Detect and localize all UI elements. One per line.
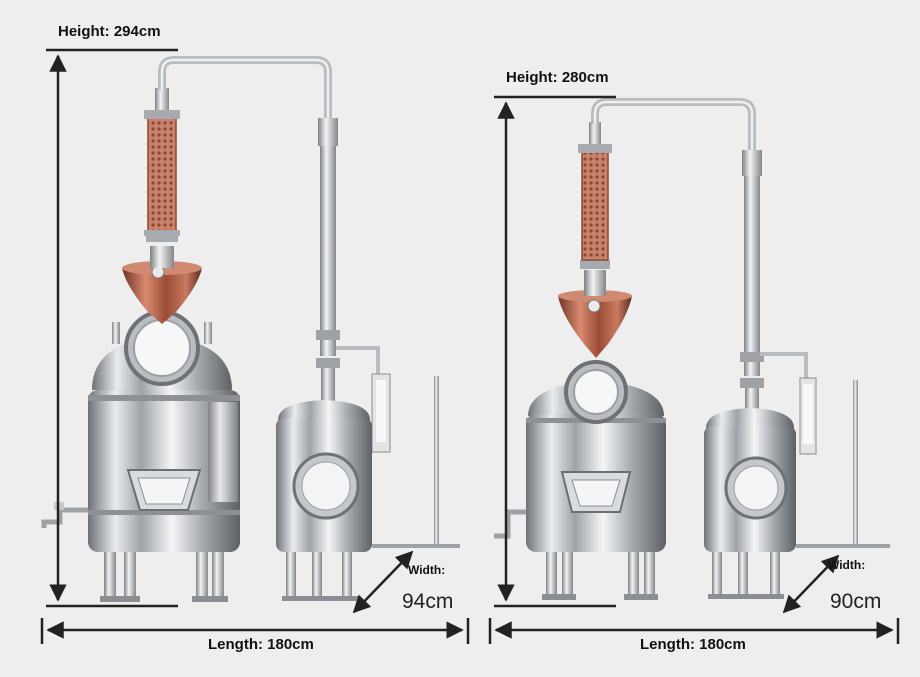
pot-legs (542, 548, 658, 600)
condenser-tube (740, 150, 764, 420)
condenser-tube (316, 118, 340, 408)
pot-legs (100, 548, 228, 602)
support-rod (796, 380, 890, 548)
length-label-small: Length: 180cm (640, 636, 746, 653)
dimension-lines (40, 48, 900, 644)
receiving-tank (276, 400, 372, 601)
packed-column (578, 122, 612, 296)
still-small (494, 98, 890, 600)
vapor-pipe (158, 56, 332, 118)
packed-column (144, 88, 180, 268)
width-caption-large: Width: (408, 563, 446, 577)
parrot-assembly (336, 346, 391, 453)
boiler-pot (494, 360, 666, 552)
support-rod (372, 376, 460, 548)
width-caption-small: Width: (828, 558, 866, 572)
height-label-large: Height: 294cm (58, 23, 161, 40)
boiler-pot (41, 310, 240, 552)
width-dimension-line (352, 550, 414, 614)
copper-helmet (558, 290, 632, 358)
width-value-small: 90cm (830, 590, 882, 613)
vapor-pipe (591, 98, 756, 150)
height-label-small: Height: 280cm (506, 69, 609, 86)
still-large (41, 56, 460, 602)
length-label-large: Length: 180cm (208, 636, 314, 653)
receiving-tank (704, 408, 796, 599)
width-value-large: 94cm (402, 590, 454, 613)
parrot-assembly (760, 352, 817, 455)
copper-helmet (122, 261, 202, 324)
